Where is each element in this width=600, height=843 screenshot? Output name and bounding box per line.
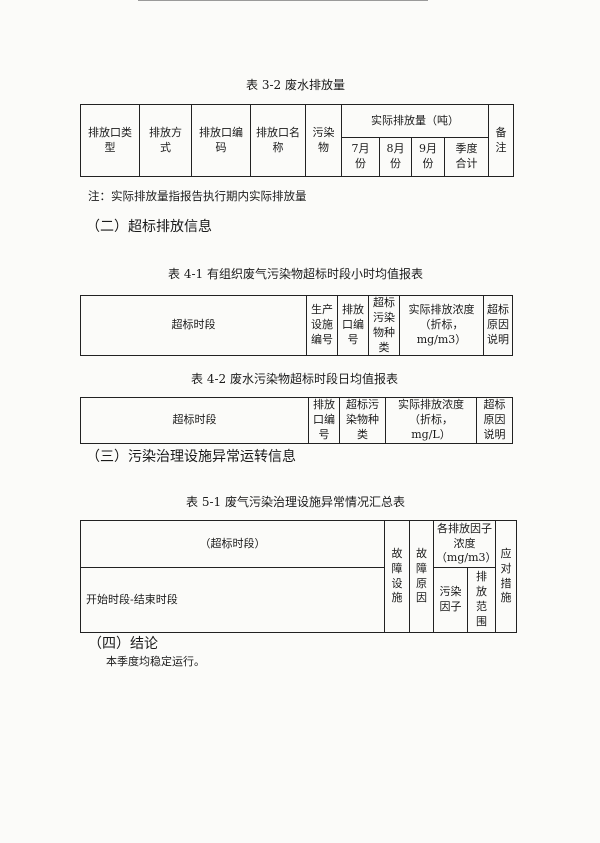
header-measures: 应对措施 [495, 520, 517, 633]
note: 注：实际排放量指报告执行期内实际排放量 [88, 189, 307, 203]
header-outlet-code: 排放口编码 [191, 104, 251, 177]
header-discharge-range: 排放范围 [467, 567, 496, 633]
header-exceed-period: （超标时段） [80, 520, 385, 568]
conclusion-text: 本季度均稳定运行。 [106, 655, 205, 668]
section-2-title: （二）超标排放信息 [86, 219, 212, 235]
header-pollutant-type: 超标污染物种类 [368, 294, 400, 357]
header-quarter-total: 季度合计 [444, 137, 489, 177]
header-outlet-code: 排放口编号 [308, 397, 340, 444]
header-month-8: 8月份 [379, 137, 412, 177]
header-discharge-method: 排放方式 [139, 104, 192, 177]
header-exceed-period: 超标时段 [80, 294, 307, 357]
header-outlet-code: 排放口编号 [337, 294, 369, 357]
header-outlet-name: 排放口名称 [250, 104, 306, 177]
header-remark: 备注 [488, 104, 514, 177]
header-reason: 超标原因说明 [476, 397, 513, 444]
header-month-9: 9月份 [411, 137, 445, 177]
header-fault-reason: 故障原因 [409, 520, 434, 633]
header-pollution-factor: 污染因子 [433, 567, 468, 633]
table-4-1: 超标时段 生产设施编号 排放口编号 超标污染物种类 实际排放浓度（折标，mg/m… [80, 294, 513, 357]
top-rule [138, 0, 428, 1]
section-3-title: （三）污染治理设施异常运转信息 [86, 449, 296, 465]
table-5-1: （超标时段） 故障设施 故障原因 各排放因子浓度（mg/m3） 应对措施 开始时… [80, 520, 517, 633]
table-4-1-caption: 表 4-1 有组织废气污染物超标时段小时均值报表 [168, 267, 423, 281]
table-5-1-caption: 表 5-1 废气污染治理设施异常情况汇总表 [186, 495, 405, 509]
section-4-title: （四）结论 [88, 636, 158, 652]
table-4-2-caption: 表 4-2 废水污染物超标时段日均值报表 [191, 372, 398, 386]
table-3-2: 排放口类型 排放方式 排放口编码 排放口名称 污染物 实际排放量（吨） 备注 7… [80, 104, 514, 177]
header-exceed-period: 超标时段 [80, 397, 309, 444]
header-reason: 超标原因说明 [483, 294, 513, 357]
table-3-2-caption: 表 3-2 废水排放量 [246, 78, 345, 92]
header-facility-code: 生产设施编号 [306, 294, 338, 357]
header-fault-facility: 故障设施 [384, 520, 410, 633]
header-outlet-type: 排放口类型 [80, 104, 140, 177]
header-concentration: 实际排放浓度（折标，mg/L） [385, 397, 477, 444]
header-pollutant: 污染物 [305, 104, 342, 177]
table-4-2: 超标时段 排放口编号 超标污染物种类 实际排放浓度（折标，mg/L） 超标原因说… [80, 397, 513, 444]
header-actual-discharge: 实际排放量（吨） [341, 104, 489, 138]
header-pollutant-type: 超标污染物种类 [339, 397, 386, 444]
period-value: 开始时段-结束时段 [80, 567, 385, 633]
header-month-7: 7月份 [341, 137, 380, 177]
header-factor-concentration: 各排放因子浓度（mg/m3） [433, 520, 496, 568]
header-concentration: 实际排放浓度（折标，mg/m3） [399, 294, 484, 357]
